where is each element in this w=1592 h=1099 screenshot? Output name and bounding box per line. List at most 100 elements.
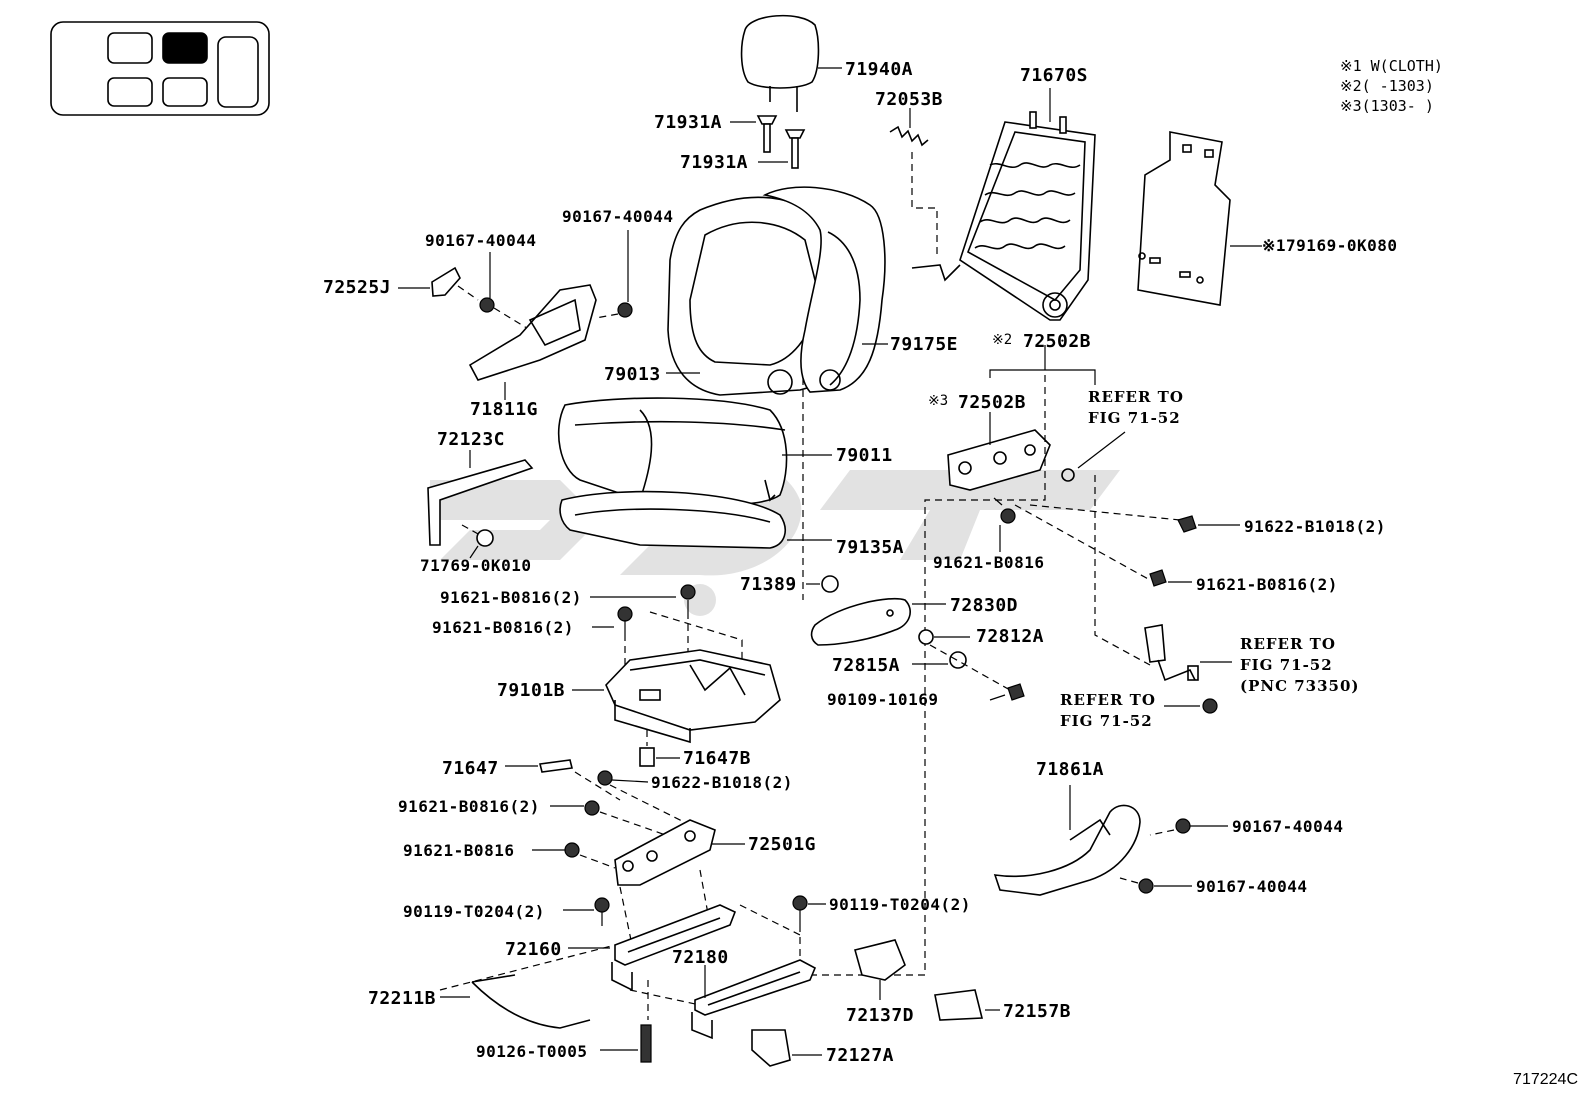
part-label-91621-mid: 91621-B0816 <box>933 553 1045 572</box>
adjuster-72501G <box>614 819 745 886</box>
bolt-90109 <box>989 683 1025 701</box>
bolt-91622-right <box>1177 515 1240 533</box>
part-label-90126: 90126-T0005 <box>476 1042 588 1061</box>
part-label-79135A: 79135A <box>836 537 905 558</box>
part-label-71647B: 71647B <box>683 748 752 769</box>
part-label-90167-right1: 90167-40044 <box>1232 817 1344 836</box>
clip-71769 <box>469 529 494 559</box>
part-label-72211B: 72211B <box>368 988 437 1009</box>
stud-90126 <box>600 1024 652 1063</box>
part-label-90167-left: 90167-40044 <box>425 231 537 250</box>
bolt-90119-right <box>792 895 826 960</box>
seatbelt-buckle <box>1144 624 1232 682</box>
washer-72812A <box>918 629 970 645</box>
clip-71389 <box>806 575 839 593</box>
screw-90167-right2 <box>1119 877 1192 894</box>
part-label-72127A: 72127A <box>826 1045 895 1066</box>
screw-90167-left <box>479 252 531 331</box>
part-label-71861A: 71861A <box>1036 759 1105 780</box>
screw-90167-mid <box>595 230 633 319</box>
part-label-91621-single: 91621-B0816 <box>403 841 515 860</box>
part-label-71389: 71389 <box>740 574 797 595</box>
lever-72830D <box>810 597 946 646</box>
part-label-72502B-mid: 72502B <box>958 392 1027 413</box>
headrest-71940A <box>740 14 842 112</box>
cushion-frame-79101B <box>572 649 781 744</box>
seatback-frame-71670S <box>911 88 1096 321</box>
part-label-72123C: 72123C <box>437 429 506 450</box>
note-2: ※2( -1303) <box>1340 77 1434 95</box>
bolt-90119-left <box>563 886 633 946</box>
part-label-71769: 71769-0K010 <box>420 556 532 575</box>
mark-2: ※2 <box>992 332 1013 348</box>
part-label-91622-right: 91622-B1018(2) <box>1244 517 1386 536</box>
pad-79169-0K080 <box>1137 131 1262 306</box>
cushion-79011 <box>557 397 832 506</box>
bolt-91621-mid <box>993 497 1016 552</box>
part-label-72812A: 72812A <box>976 626 1045 647</box>
nut-right <box>1164 698 1218 714</box>
refer-fig-3: REFER TO FIG 71-52 <box>1060 691 1156 730</box>
part-label-72815A: 72815A <box>832 655 901 676</box>
part-label-79101B: 79101B <box>497 680 566 701</box>
part-label-72160: 72160 <box>505 939 562 960</box>
bolt-91621-single <box>532 842 616 869</box>
label-71647B <box>639 730 680 767</box>
part-label-72157B: 72157B <box>1003 1001 1072 1022</box>
part-label-72501G: 72501G <box>748 834 817 855</box>
part-label-90119-left: 90119-T0204(2) <box>403 902 545 921</box>
part-label-91621-upper2: 91621-B0816(2) <box>432 618 574 637</box>
bolt-91621-lower <box>550 800 681 841</box>
part-label-72053B: 72053B <box>875 89 944 110</box>
part-label-90167-mid: 90167-40044 <box>562 207 674 226</box>
part-label-71931A-2: 71931A <box>680 152 749 173</box>
part-label-90119-right: 90119-T0204(2) <box>829 895 971 914</box>
part-label-90109: 90109-10169 <box>827 690 939 709</box>
hinge-72502B <box>947 345 1126 491</box>
part-label-71811G: 71811G <box>470 399 539 420</box>
note-1: ※1 W(CLOTH) <box>1340 57 1443 75</box>
part-label-71670S: 71670S <box>1020 65 1089 86</box>
part-label-72502B-top: 72502B <box>1023 331 1092 352</box>
part-label-72137D: 72137D <box>846 1005 915 1026</box>
label-71647 <box>505 759 621 801</box>
bolt-91621-upper2 <box>592 606 633 665</box>
part-label-91621-lower: 91621-B0816(2) <box>398 797 540 816</box>
note-3: ※3(1303- ) <box>1340 97 1434 115</box>
screw-90167-right1 <box>1149 818 1228 836</box>
seatback-79013 <box>666 186 888 396</box>
refer-fig-1: REFER TO FIG 71-52 <box>1088 388 1184 427</box>
cover-72815A <box>912 651 967 669</box>
part-label-79169: ※179169-0K080 <box>1262 236 1398 255</box>
cover-72127A <box>751 1029 822 1067</box>
spring-72053B <box>889 108 938 258</box>
wire-72211B <box>440 974 591 1029</box>
part-label-72830D: 72830D <box>950 595 1019 616</box>
headrest-support-71931A <box>730 115 806 169</box>
part-label-71931A-1: 71931A <box>654 112 723 133</box>
bolt-91622-left <box>597 770 701 831</box>
part-label-91621-upper: 91621-B0816(2) <box>440 588 582 607</box>
part-label-71940A: 71940A <box>845 59 914 80</box>
part-label-79175E: 79175E <box>890 334 959 355</box>
rail-72180 <box>691 959 817 1040</box>
mark-3: ※3 <box>928 393 949 409</box>
refer-fig-2: REFER TO FIG 71-52 (PNC 73350) <box>1240 635 1360 695</box>
cover-71861A <box>993 785 1141 896</box>
bolt-91621-upper <box>590 584 696 665</box>
part-label-71647: 71647 <box>442 758 499 779</box>
part-label-91621-right: 91621-B0816(2) <box>1196 575 1338 594</box>
part-label-72525J: 72525J <box>323 277 392 298</box>
seat-locator-icon <box>50 21 270 116</box>
figure-code: 717224C <box>1513 1071 1578 1088</box>
part-label-79013: 79013 <box>604 364 661 385</box>
cover-71811G <box>468 284 597 400</box>
cushion-pad-79135A <box>559 490 832 549</box>
cover-72157B <box>934 989 1000 1021</box>
part-label-79011: 79011 <box>836 445 893 466</box>
part-label-72180: 72180 <box>672 947 729 968</box>
clip-72525J <box>398 266 479 301</box>
part-label-90167-right2: 90167-40044 <box>1196 877 1308 896</box>
